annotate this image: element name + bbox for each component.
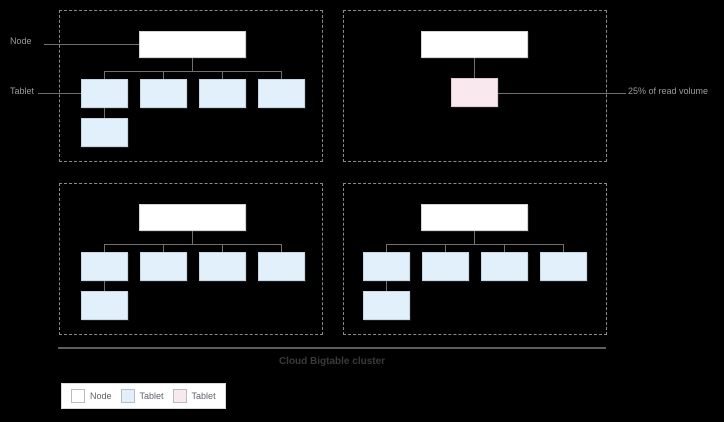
legend-label-tablet-hot: Tablet (191, 390, 216, 401)
node-box[interactable] (139, 31, 246, 58)
leader-line-tablet (38, 93, 82, 94)
connector-drop (222, 244, 223, 252)
tablet-box[interactable] (140, 252, 187, 281)
connector-drop (104, 108, 105, 118)
leader-line-node (44, 44, 140, 45)
tablet-box[interactable] (422, 252, 469, 281)
tablet-box[interactable] (258, 79, 305, 108)
connector-drop (222, 71, 223, 79)
cluster-quadrant-bottom-left (59, 183, 323, 335)
legend-label-tablet: Tablet (139, 390, 164, 401)
tablet-box[interactable] (81, 252, 128, 281)
side-label-tablet: Tablet (10, 86, 35, 96)
legend-swatch-tablet-hot-icon (172, 389, 187, 403)
connector-node-stem (192, 58, 193, 71)
legend-swatch-tablet-icon (120, 389, 135, 403)
connector-drop (504, 244, 505, 252)
node-box[interactable] (421, 31, 528, 58)
legend-swatch-node-icon (71, 389, 85, 403)
tablet-box[interactable] (258, 252, 305, 281)
connector-node-stem (192, 231, 193, 244)
connector-bus (104, 244, 281, 245)
tablet-box[interactable] (81, 79, 128, 108)
tablet-box[interactable] (540, 252, 587, 281)
caption-divider (58, 347, 606, 349)
legend: Node Tablet Tablet (61, 383, 226, 409)
diagram-caption: Cloud Bigtable cluster (278, 356, 386, 367)
legend-entry-tablet: Tablet (120, 389, 164, 403)
side-label-node: Node (10, 36, 32, 46)
connector-drop (163, 71, 164, 79)
connector-drop (281, 244, 282, 252)
tablet-box[interactable] (81, 291, 128, 320)
connector-drop (281, 71, 282, 79)
connector-drop (104, 244, 105, 252)
connector-drop (563, 244, 564, 252)
node-box[interactable] (421, 204, 528, 231)
tablet-box[interactable] (199, 79, 246, 108)
legend-entry-node: Node (71, 389, 112, 403)
connector-drop (445, 244, 446, 252)
tablet-hot-box[interactable] (451, 78, 498, 107)
tablet-box[interactable] (481, 252, 528, 281)
cluster-quadrant-bottom-right (343, 183, 607, 335)
legend-entry-tablet-hot: Tablet (172, 389, 216, 403)
callout-label: 25% of read volume (628, 86, 709, 96)
connector-drop (104, 281, 105, 291)
connector-bus (386, 244, 563, 245)
connector-drop (163, 244, 164, 252)
tablet-box[interactable] (363, 291, 410, 320)
node-box[interactable] (139, 204, 246, 231)
tablet-box[interactable] (140, 79, 187, 108)
tablet-box[interactable] (363, 252, 410, 281)
leader-line-callout (498, 93, 626, 94)
tablet-box[interactable] (199, 252, 246, 281)
connector-node-stem (474, 58, 475, 78)
connector-node-stem (474, 231, 475, 244)
tablet-box[interactable] (81, 118, 128, 147)
connector-bus (104, 71, 281, 72)
connector-drop (386, 244, 387, 252)
legend-label-node: Node (90, 390, 112, 401)
connector-drop (386, 281, 387, 291)
connector-drop (104, 71, 105, 79)
cluster-quadrant-top-left (59, 10, 323, 162)
cluster-quadrant-top-right (343, 10, 607, 162)
